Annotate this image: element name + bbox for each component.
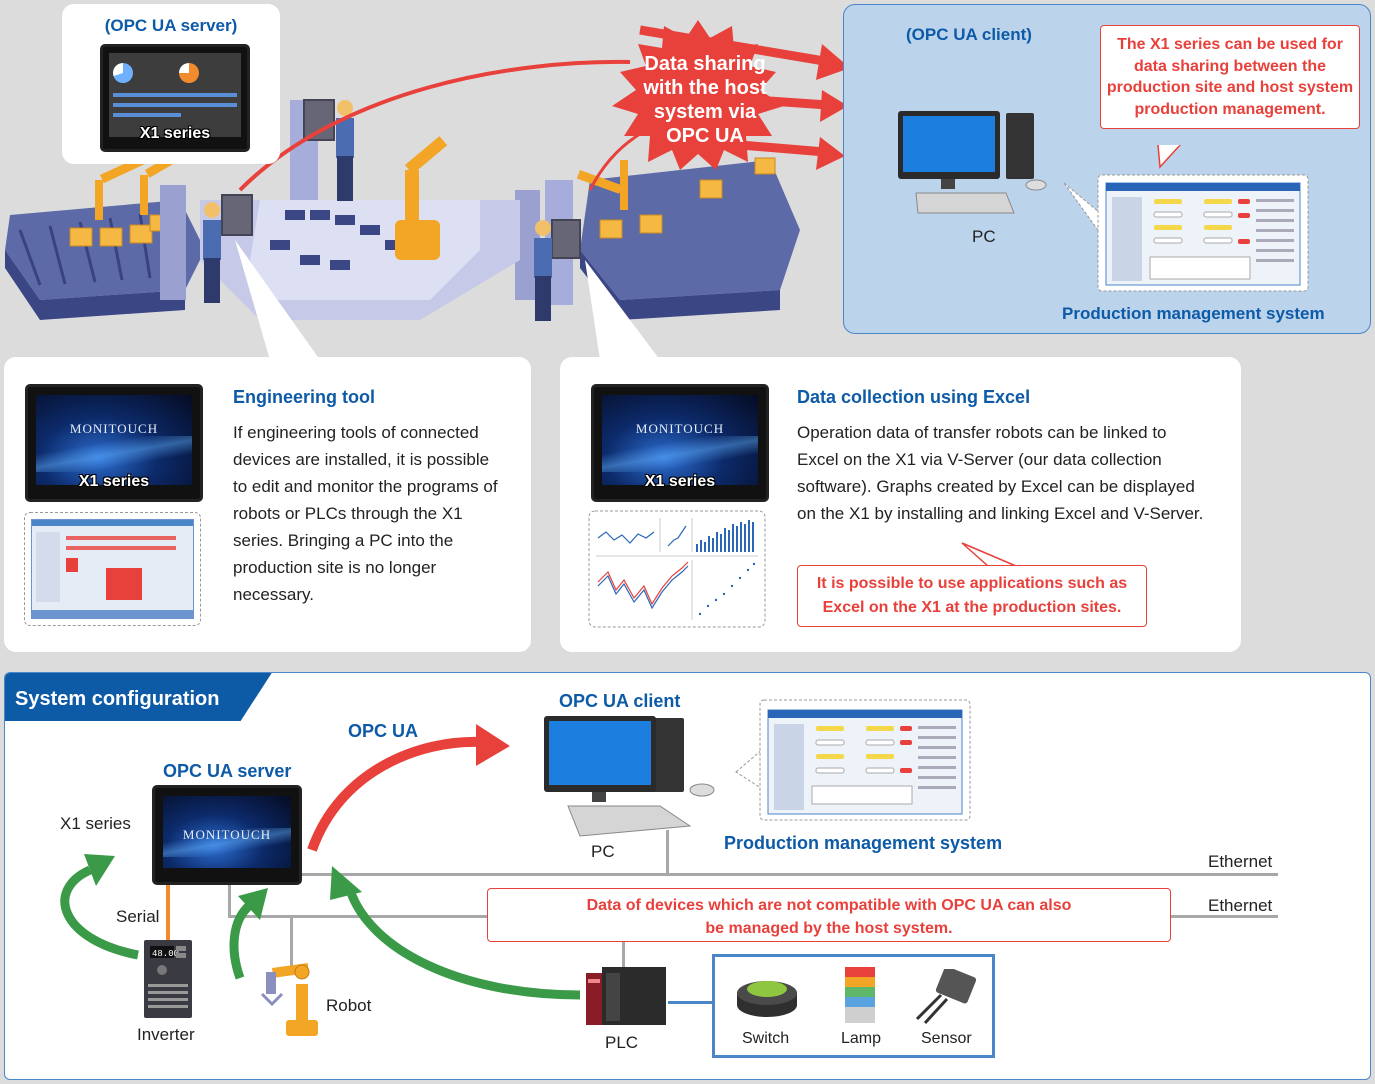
opc-ua-server-label: OPC UA server xyxy=(163,761,292,781)
system-header-title: System configuration xyxy=(15,688,220,710)
production-system-window xyxy=(1064,174,1309,292)
ethernet-2-label: Ethernet xyxy=(1208,896,1273,915)
svg-text:48.00: 48.00 xyxy=(152,949,179,959)
robot-icon xyxy=(260,962,318,1036)
x1-series-label: X1 series xyxy=(644,473,716,490)
switch-label: Switch xyxy=(742,1030,790,1047)
lamp-label: Lamp xyxy=(841,1030,882,1047)
screen-brand: MONITOUCH xyxy=(69,420,159,436)
ethernet-1-label: Ethernet xyxy=(1208,852,1273,871)
x1-screen-dashboard: X1 series xyxy=(100,44,250,152)
card-pointers xyxy=(235,240,660,360)
engineering-body: If engineering tools of connected device… xyxy=(233,423,498,604)
ethernet-drop-plc xyxy=(622,917,625,967)
switch-icon xyxy=(737,981,797,1017)
pc-label: PC xyxy=(972,227,996,246)
x1-server-screen: MONITOUCH xyxy=(152,785,302,885)
engineering-title: Engineering tool xyxy=(233,387,375,407)
screen-brand: MONITOUCH xyxy=(182,827,272,843)
ethernet-line-1 xyxy=(300,873,1278,876)
devices-box: Switch Lamp Sensor xyxy=(712,954,995,1058)
sensor-icon xyxy=(915,969,977,1025)
opc-ua-label: OPC UA xyxy=(348,721,419,741)
production-system-label: Production management system xyxy=(1062,304,1325,323)
factory-illustration xyxy=(5,99,800,321)
x1-series-label: X1 series xyxy=(60,814,131,833)
engineering-tool-card: MONITOUCH X1 series Engineering tool If … xyxy=(4,357,531,652)
ethernet-drop-pc xyxy=(666,830,669,875)
system-production-label: Production management system xyxy=(724,833,1003,853)
system-header-tab xyxy=(5,673,273,721)
inverter-icon: 48.00 xyxy=(144,940,192,1018)
x1-screen-engineering: MONITOUCH X1 series xyxy=(25,384,203,502)
lamp-icon xyxy=(845,967,875,1023)
plc-icon xyxy=(586,967,666,1025)
plc-link xyxy=(668,1001,712,1004)
plc-label: PLC xyxy=(605,1033,639,1052)
ethernet-drop-server xyxy=(228,885,231,917)
client-callout: The X1 series can be used for data shari… xyxy=(1100,25,1360,129)
burst-shape xyxy=(612,20,784,170)
opc-ua-server-card: (OPC UA server) X1 series xyxy=(62,4,280,164)
opc-ua-client-panel: (OPC UA client) The X1 series can be use… xyxy=(843,4,1371,334)
excel-callout: It is possible to use applications such … xyxy=(797,565,1147,627)
callout-pointer xyxy=(1157,145,1182,169)
sensor-label: Sensor xyxy=(921,1030,972,1047)
burst-text: Data sharing with the host system via OP… xyxy=(643,53,767,147)
system-production-window xyxy=(735,699,971,821)
system-pc-label: PC xyxy=(591,842,615,861)
excel-body: Operation data of transfer robots can be… xyxy=(797,423,1204,523)
opc-ua-client-label: OPC UA client xyxy=(559,691,681,711)
system-arrows xyxy=(60,724,581,1000)
robot-label: Robot xyxy=(326,996,372,1015)
serial-label: Serial xyxy=(116,907,160,926)
server-label: (OPC UA server) xyxy=(104,16,238,35)
system-pc-icon xyxy=(544,716,715,837)
x1-screen-excel: MONITOUCH X1 series xyxy=(591,384,769,502)
x1-series-label: X1 series xyxy=(139,125,211,142)
ethernet-drop-robot xyxy=(290,917,293,969)
system-callout: Data of devices which are not compatible… xyxy=(487,888,1171,942)
excel-graphs-preview xyxy=(588,510,766,628)
x1-series-label: X1 series xyxy=(78,473,150,490)
serial-line xyxy=(166,885,170,940)
pc-icon xyxy=(898,111,1047,214)
excel-card: MONITOUCH X1 series Data collection usin… xyxy=(560,357,1241,652)
inverter-label: Inverter xyxy=(137,1025,195,1044)
screen-brand: MONITOUCH xyxy=(635,420,725,436)
excel-title: Data collection using Excel xyxy=(797,387,1031,407)
engineering-software-preview xyxy=(24,512,201,626)
client-label: (OPC UA client) xyxy=(906,25,1032,44)
